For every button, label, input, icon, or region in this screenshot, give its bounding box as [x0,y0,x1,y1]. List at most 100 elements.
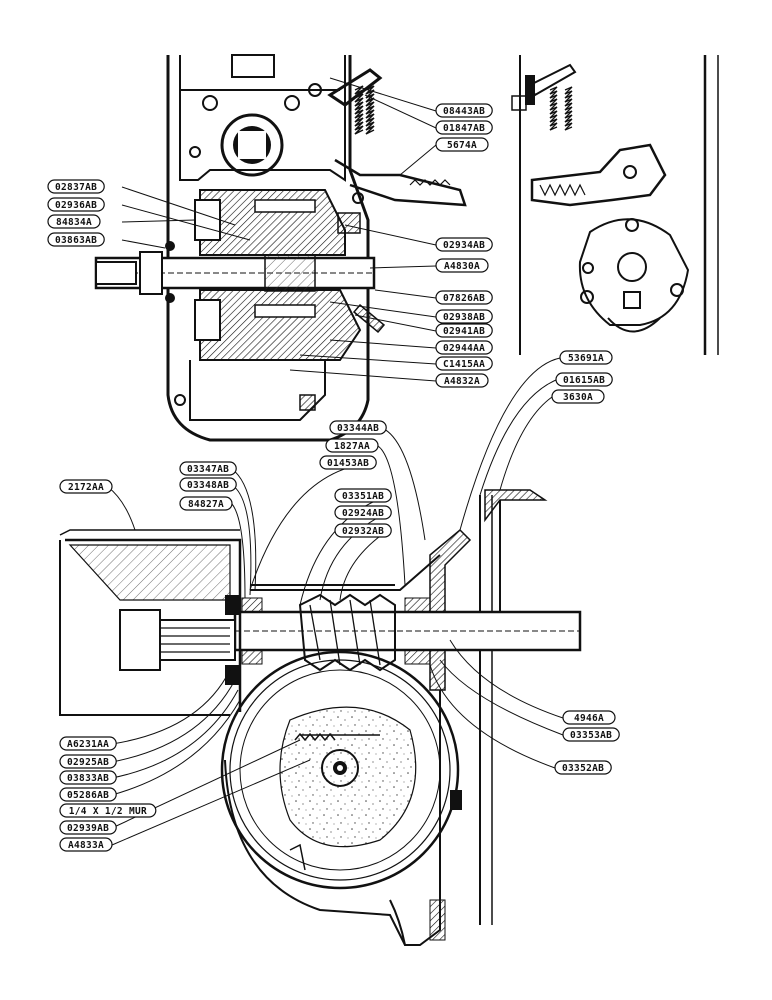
part-label-m1: 03344AB [329,420,387,435]
part-number-text: 03347AB [187,464,229,475]
part-label-frame [435,237,493,252]
part-label-m2: 1827AA [325,438,379,453]
part-label-u4: 02837AB [47,179,105,194]
part-label-frame [59,820,117,835]
part-label-frame [435,356,493,371]
part-label-frame [59,770,117,785]
part-number-text: A6231AA [67,739,109,750]
part-label-r3: 3630A [551,389,605,404]
part-label-frame [435,103,493,118]
part-number-text: 03344AB [337,423,379,434]
part-number-text: 05286AB [67,790,109,801]
part-label-frame [554,760,612,775]
part-number-text: 03348AB [187,480,229,491]
part-number-labels: 08443AB01847AB5674A02837AB02936AB84834A0… [47,103,620,852]
part-number-text: 84827A [188,499,224,510]
part-label-r1: 53691A [559,350,613,365]
part-number-text: 02932AB [342,526,384,537]
part-number-text: 01453AB [327,458,369,469]
part-number-text: 03352AB [562,763,604,774]
part-label-l1: A6231AA [59,736,117,751]
part-label-frame [59,479,113,494]
part-label-m4: 03347AB [179,461,237,476]
part-label-frame [435,258,489,273]
part-label-l7: A4833A [59,837,113,852]
part-number-text: 02939AB [67,823,109,834]
part-label-frame [47,214,101,229]
part-label-frame [59,803,157,818]
part-label-u7: 03863AB [47,232,105,247]
part-label-frame [59,754,117,769]
part-number-text: 1/4 X 1/2 MUR [69,806,147,817]
part-number-text: 03353AB [570,730,612,741]
part-label-l5: 1/4 X 1/2 MUR [59,803,157,818]
part-label-m9: 02932AB [334,523,392,538]
part-label-frame [435,290,493,305]
part-label-frame [59,787,117,802]
part-number-text: 53691A [568,353,604,364]
part-label-frame [47,232,105,247]
part-number-text: 02936AB [55,200,97,211]
part-number-text: 02934AB [443,240,485,251]
part-label-frame [435,120,493,135]
part-label-l2: 02925AB [59,754,117,769]
part-label-u1: 08443AB [435,103,493,118]
part-label-u14: C1415AA [435,356,493,371]
part-label-u9: A4830A [435,258,489,273]
part-number-text: 3630A [563,392,593,403]
part-number-text: A4830A [444,261,480,272]
part-label-frame [435,309,493,324]
part-number-text: 03351AB [342,491,384,502]
part-label-lr3: 03352AB [554,760,612,775]
part-number-text: 2172AA [68,482,104,493]
part-label-frame [59,736,117,751]
part-number-text: 5674A [447,140,477,151]
part-label-frame [319,455,377,470]
part-label-frame [559,350,613,365]
part-label-frame [435,137,489,152]
part-number-text: 03863AB [55,235,97,246]
part-label-frame [562,727,620,742]
part-number-text: 02924AB [342,508,384,519]
leader-lines [107,77,564,846]
part-label-frame [555,372,613,387]
part-label-l4: 05286AB [59,787,117,802]
part-label-u12: 02941AB [435,323,493,338]
side-view [511,55,719,355]
lower-sectional-view [59,489,582,946]
part-number-text: A4833A [68,840,104,851]
part-number-text: 4946A [574,713,604,724]
part-label-m3: 01453AB [319,455,377,470]
part-label-frame [179,477,237,492]
part-label-frame [435,373,489,388]
part-label-frame [179,496,233,511]
part-number-text: 02837AB [55,182,97,193]
part-label-frame [334,523,392,538]
part-label-u8: 02934AB [435,237,493,252]
part-number-text: 02941AB [443,326,485,337]
part-number-text: 08443AB [443,106,485,117]
part-label-frame [179,461,237,476]
part-label-u13: 02944AA [435,340,493,355]
part-number-text: 02944AA [443,343,485,354]
part-label-m10: 2172AA [59,479,113,494]
part-label-frame [435,340,493,355]
part-label-frame [47,179,105,194]
part-label-frame [325,438,379,453]
part-number-text: 02938AB [443,312,485,323]
part-label-frame [551,389,605,404]
part-label-u11: 02938AB [435,309,493,324]
part-number-text: 84834A [56,217,92,228]
part-label-m5: 03348AB [179,477,237,492]
part-label-l6: 02939AB [59,820,117,835]
part-number-text: 07826AB [443,293,485,304]
part-label-frame [329,420,387,435]
part-label-l3: 03833AB [59,770,117,785]
part-number-text: 1827AA [334,441,370,452]
part-number-text: 01615AB [563,375,605,386]
part-number-text: 02925AB [67,757,109,768]
part-label-frame [47,197,105,212]
part-number-text: A4832A [444,376,480,387]
part-label-frame [59,837,113,852]
